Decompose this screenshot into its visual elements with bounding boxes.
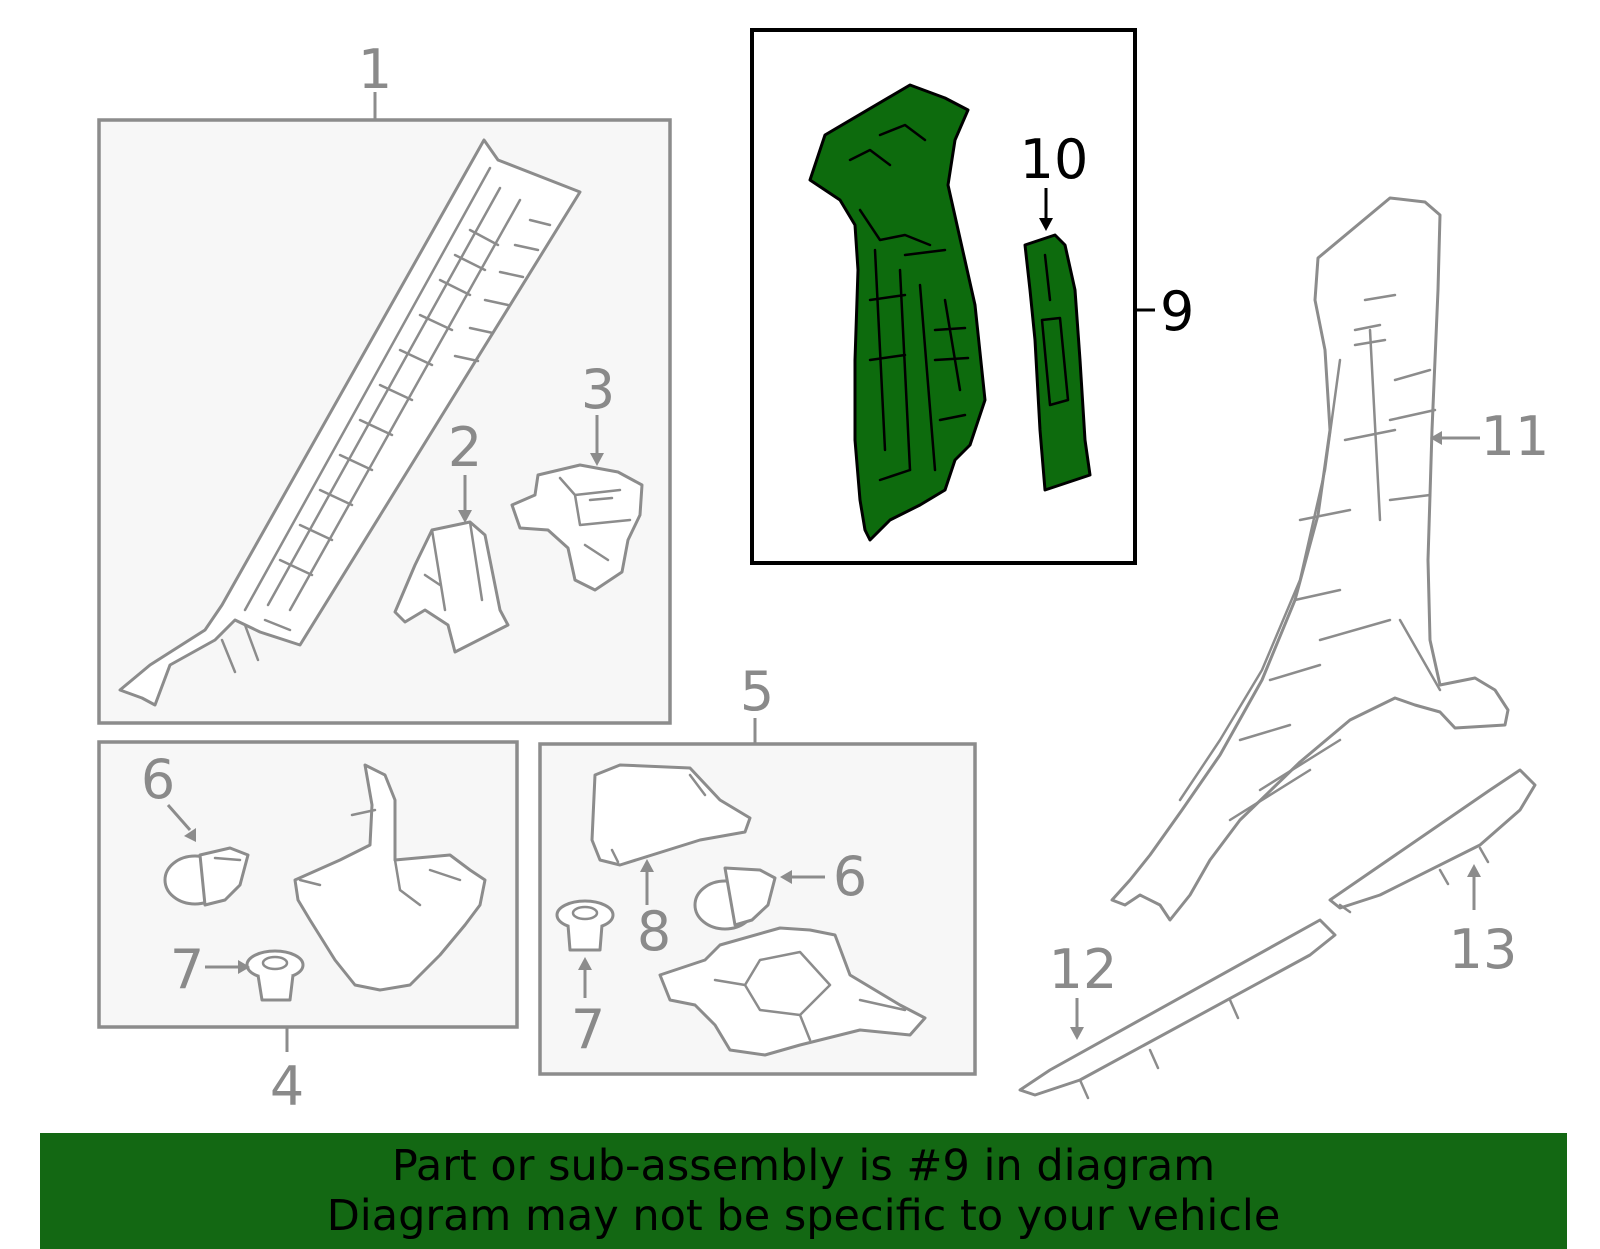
callout-9[interactable]: 9 (1160, 280, 1194, 343)
part-2-clip[interactable] (393, 520, 510, 654)
part-12-sill-plate[interactable] (1018, 918, 1337, 1100)
banner-line-2: Diagram may not be specific to your vehi… (326, 1191, 1281, 1241)
callout-5[interactable]: 5 (740, 660, 774, 723)
callout-10[interactable]: 10 (1020, 128, 1089, 191)
callout-8[interactable]: 8 (637, 900, 671, 963)
callout-11[interactable]: 11 (1481, 405, 1550, 468)
part-1-pillar-trim[interactable] (118, 138, 582, 707)
callout-6b[interactable]: 6 (833, 845, 867, 908)
callout-6a[interactable]: 6 (141, 748, 175, 811)
callout-7b[interactable]: 7 (571, 998, 605, 1061)
callout-7a[interactable]: 7 (170, 938, 204, 1001)
part-4-cover[interactable] (293, 763, 487, 992)
part-3-bracket[interactable] (510, 463, 644, 592)
part-11-pillar-trim[interactable] (1110, 196, 1510, 922)
info-banner: Part or sub-assembly is #9 in diagram Di… (40, 1133, 1567, 1249)
callout-2[interactable]: 2 (448, 416, 482, 479)
banner-line-1: Part or sub-assembly is #9 in diagram (391, 1141, 1216, 1191)
callout-12[interactable]: 12 (1049, 938, 1118, 1001)
part-6-push-clip-b[interactable] (693, 866, 777, 931)
callout-1[interactable]: 1 (358, 38, 392, 101)
part-7-grommet-b[interactable] (555, 899, 615, 952)
callout-4[interactable]: 4 (270, 1055, 304, 1118)
part-13-sill-plate[interactable] (1328, 768, 1537, 914)
part-8-cover[interactable] (590, 763, 752, 867)
part-6-push-clip[interactable] (163, 846, 250, 907)
part-10-trim-strip[interactable] (1023, 233, 1092, 492)
part-9-pillar-trim[interactable] (808, 83, 987, 542)
part-7-grommet[interactable] (245, 949, 305, 1002)
callout-3[interactable]: 3 (581, 358, 615, 421)
callout-13[interactable]: 13 (1449, 918, 1518, 981)
part-5-bracket[interactable] (658, 926, 927, 1057)
